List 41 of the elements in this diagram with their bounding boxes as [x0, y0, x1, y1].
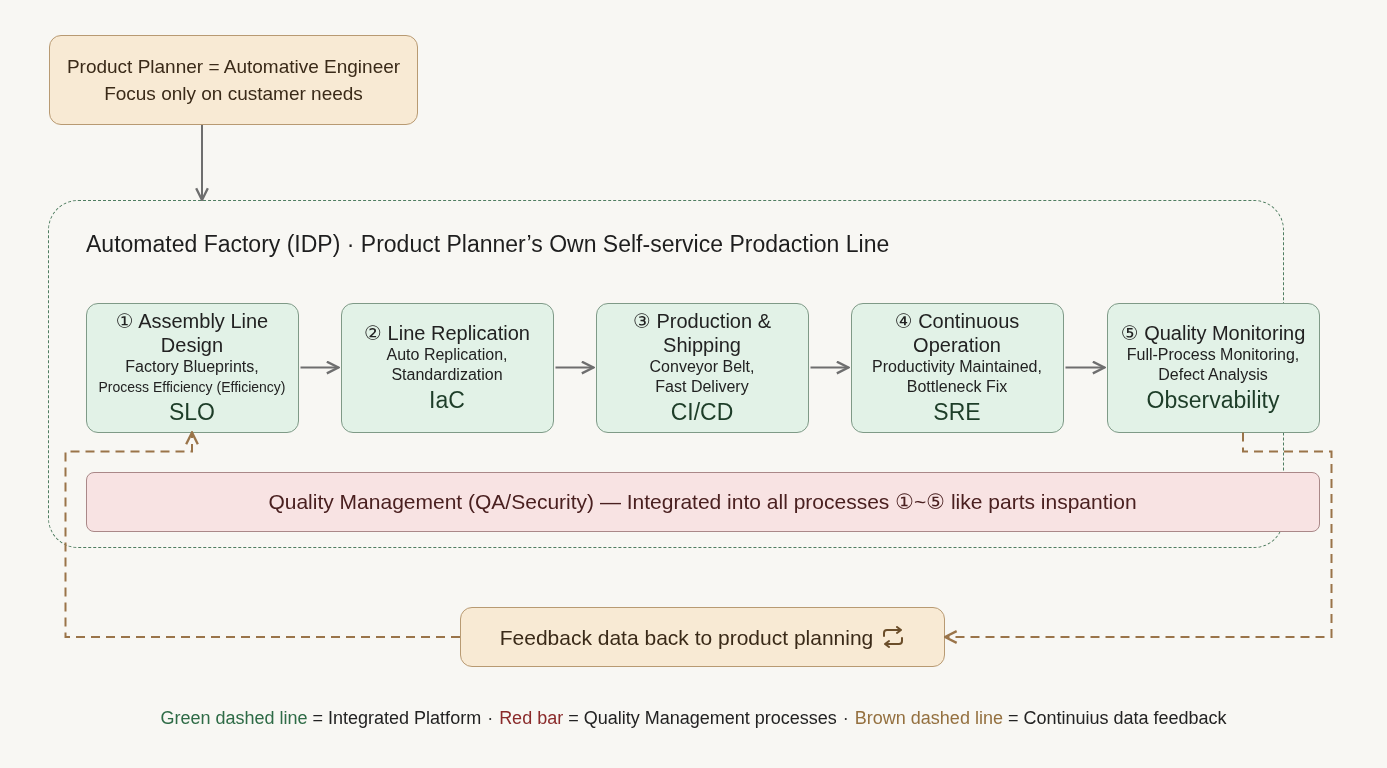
separator-dot: ·	[842, 708, 849, 728]
step-description: Factory Blueprints,	[124, 357, 260, 377]
step-description: Productivity Maintained, Bottleneck Fix	[871, 357, 1043, 397]
step-acronym: SLO	[169, 399, 215, 426]
step-title: ④ Continuous Operation	[893, 309, 1021, 357]
step-title: ③ Production & Shipping	[632, 309, 772, 357]
step-description: Process Efficiency (Efficiency)	[97, 378, 287, 397]
feedback-arrow	[943, 431, 1333, 644]
bar-label: Quality Management (QA/Security) — Integrated into all processes ①~⑤ like parts inspantion	[268, 489, 1137, 514]
step-description: Full-Process Monitoring, Defect Analysis	[1125, 345, 1301, 385]
legend-entry: Brown dashed line = Continuius data feedback	[854, 708, 1227, 728]
step-acronym: Observability	[1146, 387, 1280, 414]
step-acronym: IaC	[429, 387, 465, 414]
legend-entry: Red bar = Quality Management processes	[499, 708, 837, 728]
separator-dot: ·	[487, 708, 494, 728]
feedback-arrow	[64, 431, 461, 638]
planner-label: Product Planner = Automative Engineer	[66, 55, 401, 79]
feedback-box	[460, 607, 945, 667]
arrow	[1064, 360, 1106, 375]
planner-label: Focus only on custamer needs	[104, 82, 363, 106]
step-description: Auto Replication, Standardization	[385, 345, 509, 385]
process-box	[595, 302, 809, 433]
process-box	[340, 302, 554, 433]
step-description: Conveyor Belt, Fast Delivery	[648, 357, 756, 397]
arrow	[809, 360, 850, 375]
arrow	[299, 360, 340, 375]
arrow	[195, 124, 209, 202]
arrow	[554, 360, 595, 375]
feedback-label: Feedback data back to product planning	[499, 624, 874, 651]
process-box	[1106, 302, 1320, 433]
container-title: Automated Factory (IDP) · Product Planner’s Own Self-service Prodaction Line	[86, 231, 890, 258]
step-title: ① Assembly Line Design	[114, 309, 270, 357]
step-title: ⑤ Quality Monitoring	[1119, 321, 1307, 345]
step-acronym: SRE	[933, 399, 981, 426]
quality-bar	[85, 471, 1320, 532]
step-title: ② Line Replication	[363, 321, 531, 345]
legend-entry: Green dashed line = Integrated Platform	[160, 708, 482, 728]
step-acronym: CI/CD	[670, 399, 734, 426]
process-box	[85, 302, 299, 433]
planner-box	[49, 35, 418, 125]
process-box	[850, 302, 1064, 433]
